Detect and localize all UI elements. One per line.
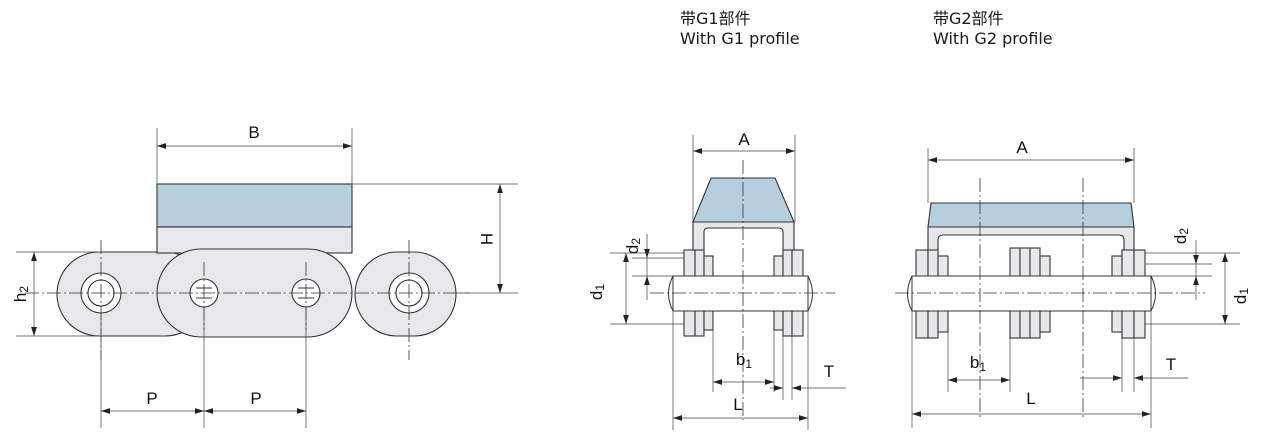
g2-dim-L-label: L (1026, 389, 1035, 408)
dim-P1-label: P (146, 389, 157, 408)
g2-bracket (927, 226, 1135, 276)
g1-dim-T-label: T (824, 362, 834, 381)
g1-header: 带G1部件 With G1 profile (680, 9, 800, 49)
g2-dim-A-label: A (1016, 138, 1028, 157)
g1-view: A d2 d1 b1 T L (587, 130, 846, 430)
g1-dim-L-label: L (733, 395, 742, 414)
g1-dim-d2-label: d2 (623, 238, 643, 254)
side-top-plate (156, 183, 353, 228)
g2-pin (911, 275, 1152, 312)
g2-header-cn: 带G2部件 (933, 9, 1004, 28)
g1-dim-A-label: A (738, 130, 750, 149)
dim-B-label: B (248, 123, 259, 142)
g2-dim-T-label: T (1166, 355, 1176, 374)
g2-header: 带G2部件 With G2 profile (933, 9, 1053, 49)
g1-dim-d1-label: d1 (587, 284, 607, 300)
g2-view: A d2 d1 b1 T L (895, 138, 1251, 428)
dim-P2-label: P (250, 389, 261, 408)
dim-h2-label: h2 (11, 286, 31, 302)
g1-header-en: With G1 profile (680, 29, 800, 48)
g1-top-plate (692, 177, 795, 223)
g2-header-en: With G2 profile (933, 29, 1053, 48)
g2-top-plate (927, 202, 1135, 228)
g2-dim-d2-label: d2 (1171, 228, 1191, 244)
g1-dim-b1-label: b1 (736, 350, 752, 371)
g2-dim-d1-label: d1 (1231, 288, 1251, 304)
dim-H-label: H (477, 233, 496, 245)
g1-pin (672, 275, 809, 312)
side-view: B H h2 P P (11, 123, 518, 428)
g1-header-cn: 带G1部件 (680, 9, 751, 28)
g2-dim-b1-label: b1 (970, 353, 986, 374)
